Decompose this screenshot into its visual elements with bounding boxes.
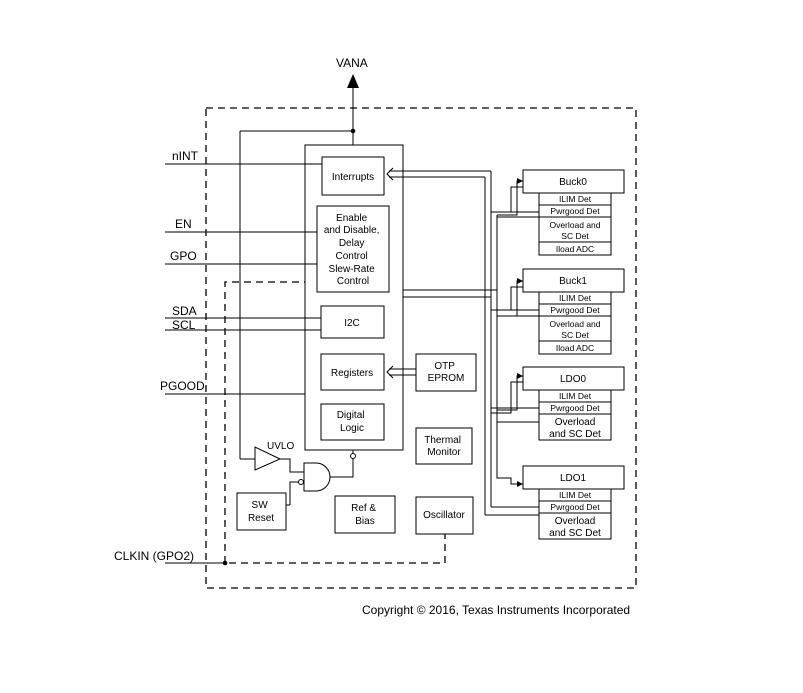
sda-pin: SDA (172, 304, 197, 318)
svg-text:SC Det: SC Det (561, 330, 589, 340)
en-pin: EN (175, 217, 192, 231)
otp-eprom-label: OTP EPROM (428, 361, 465, 384)
oscillator-block (415, 496, 474, 535)
svg-text:Overload: Overload (555, 516, 596, 527)
svg-text:Overload and: Overload and (549, 319, 600, 329)
oscillator-label: Oscillator (423, 510, 465, 521)
svg-text:ILIM Det: ILIM Det (559, 293, 592, 303)
svg-text:Pwrgood Det: Pwrgood Det (550, 502, 600, 512)
gpo-pin: GPO (170, 249, 197, 263)
svg-text:Overload and: Overload and (549, 220, 600, 230)
svg-text:Buck1: Buck1 (559, 276, 587, 287)
svg-text:Pwrgood Det: Pwrgood Det (550, 305, 600, 315)
svg-text:Pwrgood Det: Pwrgood Det (550, 403, 600, 413)
clkin-pin: CLKIN (GPO2) (114, 549, 194, 563)
registers-label: Registers (331, 368, 373, 379)
svg-text:SC Det: SC Det (561, 231, 589, 241)
svg-text:LDO1: LDO1 (560, 473, 587, 484)
svg-text:Iload ADC: Iload ADC (556, 343, 594, 353)
svg-text:ILIM Det: ILIM Det (559, 391, 592, 401)
buck1-regulator: Buck1 ILIM Det Pwrgood Det Overload and … (522, 268, 625, 355)
digital-logic-block (320, 403, 385, 441)
pgood-pin: PGOOD (160, 379, 205, 393)
enable-control-block (316, 205, 390, 293)
uvlo-label: UVLO (267, 441, 294, 452)
sw-reset-label: SW Reset (248, 500, 274, 524)
scl-pin: SCL (172, 318, 196, 332)
registers-block (320, 353, 385, 391)
svg-text:Overload: Overload (555, 417, 596, 428)
ldo0-regulator: LDO0 ILIM Det Pwrgood Det Overload and S… (522, 366, 625, 441)
svg-text:Iload ADC: Iload ADC (556, 244, 594, 254)
svg-text:ILIM Det: ILIM Det (559, 194, 592, 204)
thermal-monitor-block (415, 427, 473, 465)
i2c-block (320, 305, 385, 339)
ref-bias-label: Ref & Bias (351, 503, 379, 527)
svg-text:and SC Det: and SC Det (549, 528, 601, 539)
and-gate-icon (303, 462, 331, 492)
svg-text:Buck0: Buck0 (559, 177, 587, 188)
otp-eprom-block (415, 353, 477, 392)
thermal-monitor-label: Thermal Monitor (424, 435, 463, 458)
svg-text:ILIM Det: ILIM Det (559, 490, 592, 500)
i2c-label: I2C (344, 318, 360, 329)
svg-text:Pwrgood Det: Pwrgood Det (550, 206, 600, 216)
svg-text:LDO0: LDO0 (560, 374, 587, 385)
ref-bias-block (334, 495, 396, 534)
vana-label: VANA (336, 56, 368, 70)
vana-arrow (347, 74, 359, 88)
digital-logic-label: Digital Logic (337, 410, 368, 434)
interrupts-block (321, 156, 385, 196)
buck0-regulator: Buck0 ILIM Det Pwrgood Det Overload and … (522, 169, 625, 256)
sw-reset-block (236, 492, 287, 531)
copyright-notice: Copyright © 2016, Texas Instruments Inco… (362, 603, 630, 617)
ldo1-regulator: LDO1 ILIM Det Pwrgood Det Overload and S… (522, 465, 625, 540)
nint-pin: nINT (172, 149, 199, 163)
uvlo-buffer-icon (254, 446, 282, 471)
svg-text:and SC Det: and SC Det (549, 429, 601, 440)
interrupts-label: Interrupts (332, 172, 374, 183)
enable-control-label: Enable and Disable, Delay Control Slew-R… (324, 213, 382, 287)
